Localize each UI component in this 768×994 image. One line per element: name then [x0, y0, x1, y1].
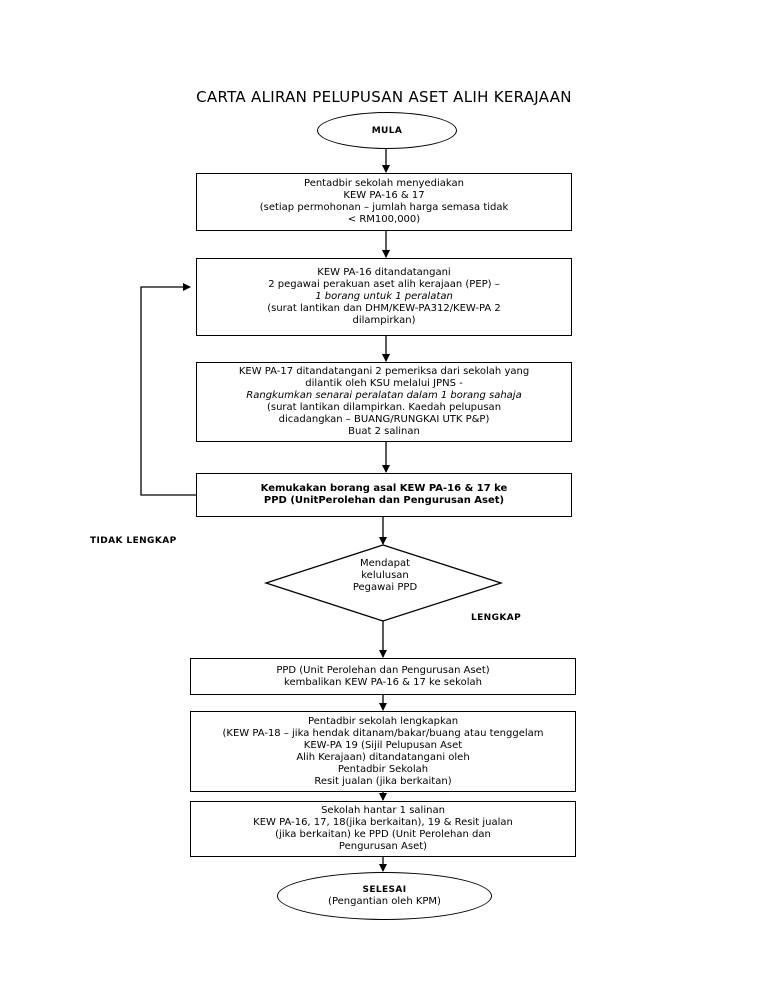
- step4-line: PPD (UnitPerolehan dan Pengurusan Aset): [263, 495, 505, 506]
- step6-line: Pentadbir sekolah lengkapkan: [307, 715, 459, 727]
- decision-text: Mendapat kelulusan Pegawai PPD: [300, 558, 470, 594]
- end-subtitle: (Pengantian oleh KPM): [328, 896, 441, 907]
- step-send-copy: Sekolah hantar 1 salinan KEW PA-16, 17, …: [190, 801, 576, 857]
- step1-line: KEW PA-16 & 17: [343, 190, 425, 201]
- step3-line: dilantik oleh KSU melalui JPNS -: [305, 378, 463, 389]
- loop-back-incomplete: [140, 283, 196, 496]
- start-label: MULA: [371, 125, 403, 136]
- step7-line: Pengurusan Aset): [338, 841, 428, 852]
- decision-line: Mendapat: [360, 558, 410, 569]
- step6-line: Alih Kerajaan) ditandatangani oleh: [296, 751, 470, 763]
- step3-line: dicadangkan – BUANG/RUNGKAI UTK P&P): [278, 414, 490, 425]
- decision-line: kelulusan: [361, 570, 409, 581]
- step6-line: KEW-PA 19 (Sijil Pelupusan Aset: [303, 739, 463, 751]
- step1-line: Pentadbir sekolah menyediakan: [304, 178, 464, 189]
- step1-line: (setiap permohonan – jumlah harga semasa…: [259, 202, 509, 213]
- step7-line: Sekolah hantar 1 salinan: [321, 805, 445, 816]
- step7-line: KEW PA-16, 17, 18(jika berkaitan), 19 & …: [253, 817, 513, 828]
- step-complete-forms: Pentadbir sekolah lengkapkan (KEW PA-18 …: [190, 711, 576, 792]
- step7-line: (jika berkaitan) ke PPD (Unit Perolehan …: [275, 829, 491, 840]
- step-return-forms: PPD (Unit Perolehan dan Pengurusan Aset)…: [190, 658, 576, 695]
- page-title: CARTA ALIRAN PELUPUSAN ASET ALIH KERAJAA…: [196, 88, 572, 106]
- label-complete: LENGKAP: [471, 613, 522, 623]
- label-incomplete: TIDAK LENGKAP: [90, 536, 177, 546]
- step2-italic-line: 1 borang untuk 1 peralatan: [315, 291, 453, 302]
- step-sign-pa17: KEW PA-17 ditandatangani 2 pemeriksa dar…: [196, 362, 572, 442]
- step3-italic-line: Rangkumkan senarai peralatan dalam 1 bor…: [246, 390, 522, 401]
- start-terminal: MULA: [317, 112, 457, 149]
- step5-line: PPD (Unit Perolehan dan Pengurusan Aset): [276, 664, 490, 676]
- step3-line: (surat lantikan dilampirkan. Kaedah pelu…: [266, 402, 502, 413]
- step6-line: (KEW PA-18 – jika hendak ditanam/bakar/b…: [222, 727, 544, 739]
- step6-line: Pentadbir Sekolah: [337, 763, 429, 775]
- decision-line: Pegawai PPD: [352, 582, 418, 593]
- end-terminal: SELESAI (Pengantian oleh KPM): [277, 872, 492, 920]
- step3-line: KEW PA-17 ditandatangani 2 pemeriksa dar…: [238, 366, 530, 377]
- step-prepare-forms: Pentadbir sekolah menyediakan KEW PA-16 …: [196, 173, 572, 231]
- step2-line: 2 pegawai perakuan aset alih kerajaan (P…: [268, 279, 500, 290]
- step3-line: Buat 2 salinan: [348, 426, 420, 437]
- step2-line: KEW PA-16 ditandatangani: [317, 267, 451, 278]
- step5-line: kembalikan KEW PA-16 & 17 ke sekolah: [284, 676, 482, 688]
- step4-line: Kemukakan borang asal KEW PA-16 & 17 ke: [260, 483, 508, 494]
- step2-line: (surat lantikan dan DHM/KEW-PA312/KEW-PA…: [267, 303, 501, 314]
- end-label: SELESAI: [362, 885, 407, 895]
- step-sign-pa16: KEW PA-16 ditandatangani 2 pegawai perak…: [196, 258, 572, 336]
- step-submit-to-ppd: Kemukakan borang asal KEW PA-16 & 17 ke …: [196, 473, 572, 517]
- step1-line: < RM100,000): [347, 214, 421, 225]
- step6-line: Resit jualan (jika berkaitan): [314, 775, 452, 787]
- step2-line: dilampirkan): [352, 315, 416, 326]
